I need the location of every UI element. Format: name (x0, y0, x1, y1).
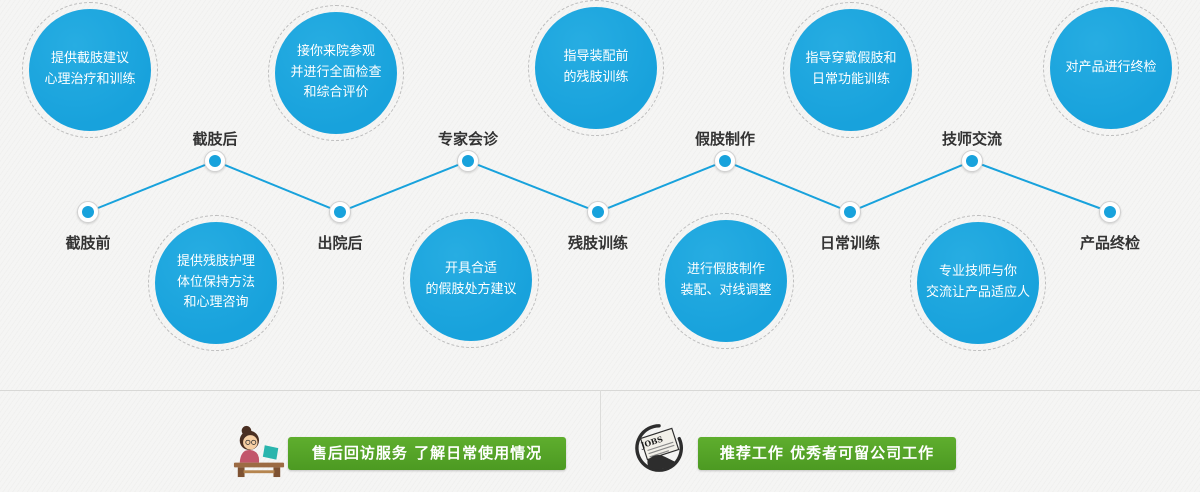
customer-service-icon (233, 425, 285, 478)
job-recommendation-banner[interactable]: 推荐工作 优秀者可留公司工作 (698, 437, 956, 470)
label-daily-training: 日常训练 (819, 234, 880, 252)
after-sales-banner[interactable]: 售后回访服务 了解日常使用情况 (288, 437, 566, 470)
label-post-amputation: 截肢后 (192, 130, 238, 148)
label-expert-consultation: 专家会诊 (437, 130, 498, 148)
bubble-hospital-visit-checkup: 接你来院参观 并进行全面检查 和综合评价 (268, 5, 404, 141)
bubble-technician-adaptation: 专业技师与你 交流让产品适应人 (910, 215, 1046, 351)
footer-divider-vertical (600, 390, 601, 460)
bubble-fabrication-alignment: 进行假肢制作 装配、对线调整 (658, 213, 794, 349)
label-technician-exchange: 技师交流 (941, 130, 1002, 148)
bubble-pre-assembly-training: 指导装配前 的残肢训练 (528, 0, 664, 136)
node-prosthesis-fabrication (714, 150, 736, 172)
node-pre-amputation (77, 201, 99, 223)
label-final-inspection: 产品终检 (1079, 234, 1140, 252)
node-technician-exchange (961, 150, 983, 172)
bubble-final-product-inspection: 对产品进行终检 (1043, 0, 1179, 136)
node-expert-consultation (457, 150, 479, 172)
label-prosthesis-fabrication: 假肢制作 (694, 130, 755, 148)
node-post-amputation (204, 150, 226, 172)
label-after-discharge: 出院后 (317, 234, 363, 252)
bubble-wearing-function-training: 指导穿戴假肢和 日常功能训练 (783, 2, 919, 138)
bubble-prosthesis-prescription: 开具合适 的假肢处方建议 (403, 212, 539, 348)
label-stump-training: 残肢训练 (567, 234, 628, 252)
bubble-pre-amputation-advice: 提供截肢建议 心理治疗和训练 (22, 2, 158, 138)
label-pre-amputation: 截肢前 (65, 234, 111, 252)
node-daily-training (839, 201, 861, 223)
node-after-discharge (329, 201, 351, 223)
node-stump-training (587, 201, 609, 223)
node-final-inspection (1099, 201, 1121, 223)
jobs-newspaper-icon: JOBS (635, 424, 684, 472)
bubble-stump-care-counseling: 提供残肢护理 体位保持方法 和心理咨询 (148, 215, 284, 351)
